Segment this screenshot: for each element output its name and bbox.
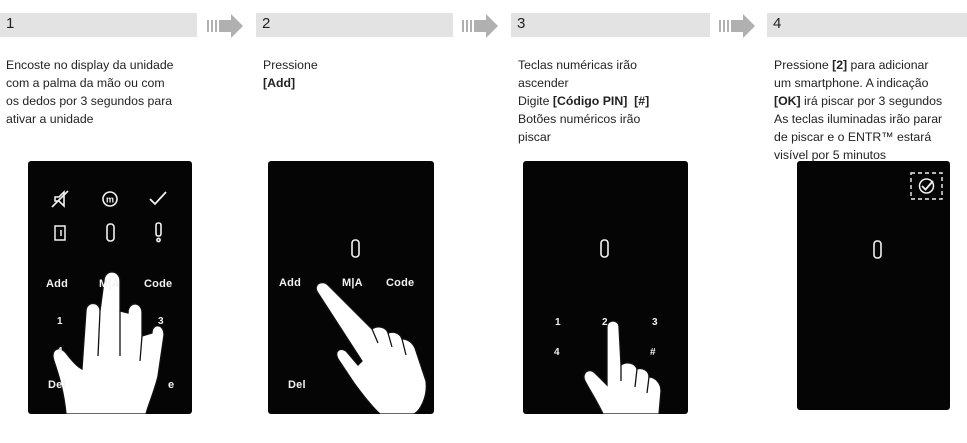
svg-text:m: m	[106, 195, 114, 205]
door-icon	[54, 225, 66, 241]
step-3-line: Teclas numéricas irão	[518, 58, 637, 72]
step-4-line: visível por 5 minutos	[774, 148, 887, 162]
key-4: 4	[57, 346, 63, 357]
step-3-line: ascender	[518, 76, 569, 90]
step-2-keypad-device: Add M|A Code Del	[268, 161, 434, 414]
key-1: 1	[57, 316, 63, 327]
step-4-keypad-device	[797, 161, 950, 410]
step-3-header: 3	[511, 13, 710, 37]
m-icon: m	[102, 191, 118, 207]
step-4-line: um smartphone. A indicação	[774, 76, 929, 90]
step-3-keypad-device: 1 2 3 4 #	[523, 161, 688, 414]
step-2-line: Pressione	[263, 58, 318, 72]
step-2-header: 2	[256, 13, 453, 37]
arrow-right-icon	[719, 14, 755, 38]
key-ma: M|A	[99, 278, 120, 290]
key-1: 1	[555, 317, 561, 328]
step-3-line: Botões numéricos irão	[518, 112, 641, 126]
mute-icon	[51, 190, 69, 208]
step-1-keypad-device: m Add M|A Code 1 3 4 Del e	[28, 161, 192, 414]
key-3: 3	[158, 316, 164, 327]
step-4-description: Pressione [2] para adicionar um smartpho…	[774, 56, 942, 164]
key-code: Code	[386, 277, 415, 289]
battery-icon	[106, 223, 115, 242]
step-1-description: Encoste no display da unidade com a palm…	[6, 56, 174, 128]
key-del: Del	[288, 379, 306, 391]
hand-icon	[52, 271, 165, 414]
step-4-number: 4	[773, 15, 782, 32]
step-1-number: 1	[6, 15, 15, 32]
step-3-line: Digite [Código PIN] [#]	[518, 94, 650, 108]
key-add: Add	[46, 278, 68, 290]
pointing-hand-icon	[583, 320, 662, 414]
step-1-line: os dedos por 3 segundos para	[6, 94, 173, 108]
key-4: 4	[554, 347, 560, 358]
key-code: Code	[144, 278, 173, 290]
key-add: Add	[279, 277, 301, 289]
key-del: Del	[48, 379, 66, 391]
step-1-header: 1	[0, 13, 197, 37]
battery-icon	[600, 239, 609, 258]
key-3: 3	[652, 317, 658, 328]
step-1-line: Encoste no display da unidade	[6, 58, 174, 72]
step-4-header: 4	[767, 13, 967, 37]
step-4-line: de piscar e o ENTR™ estará	[774, 130, 932, 144]
step-2-number: 2	[262, 15, 271, 32]
battery-icon	[351, 239, 360, 258]
step-1-line: com a palma da mão ou com	[6, 76, 165, 90]
ok-indicator	[910, 172, 943, 200]
key-e: e	[168, 379, 175, 391]
step-3-number: 3	[517, 15, 526, 32]
step-2-description: Pressione [Add]	[263, 56, 318, 92]
step-1-line: ativar a unidade	[6, 112, 94, 126]
battery-icon	[873, 240, 882, 259]
step-3-line: piscar	[518, 130, 551, 144]
step-4-line: As teclas iluminadas irão parar	[774, 112, 943, 126]
alert-icon	[155, 222, 162, 243]
arrow-right-icon	[207, 14, 243, 38]
check-icon	[918, 178, 935, 194]
step-2-add-label: [Add]	[263, 76, 296, 90]
pointing-hand-icon	[315, 281, 427, 414]
key-hash: #	[650, 347, 656, 358]
key-ma: M|A	[342, 277, 363, 289]
check-icon	[149, 191, 167, 206]
step-4-line: [OK] irá piscar por 3 segundos	[774, 94, 943, 108]
step-3-description: Teclas numéricas irão ascender Digite [C…	[518, 56, 649, 146]
arrow-right-icon	[462, 14, 498, 38]
key-2: 2	[602, 317, 608, 328]
step-4-line: Pressione [2] para adicionar	[774, 58, 929, 72]
